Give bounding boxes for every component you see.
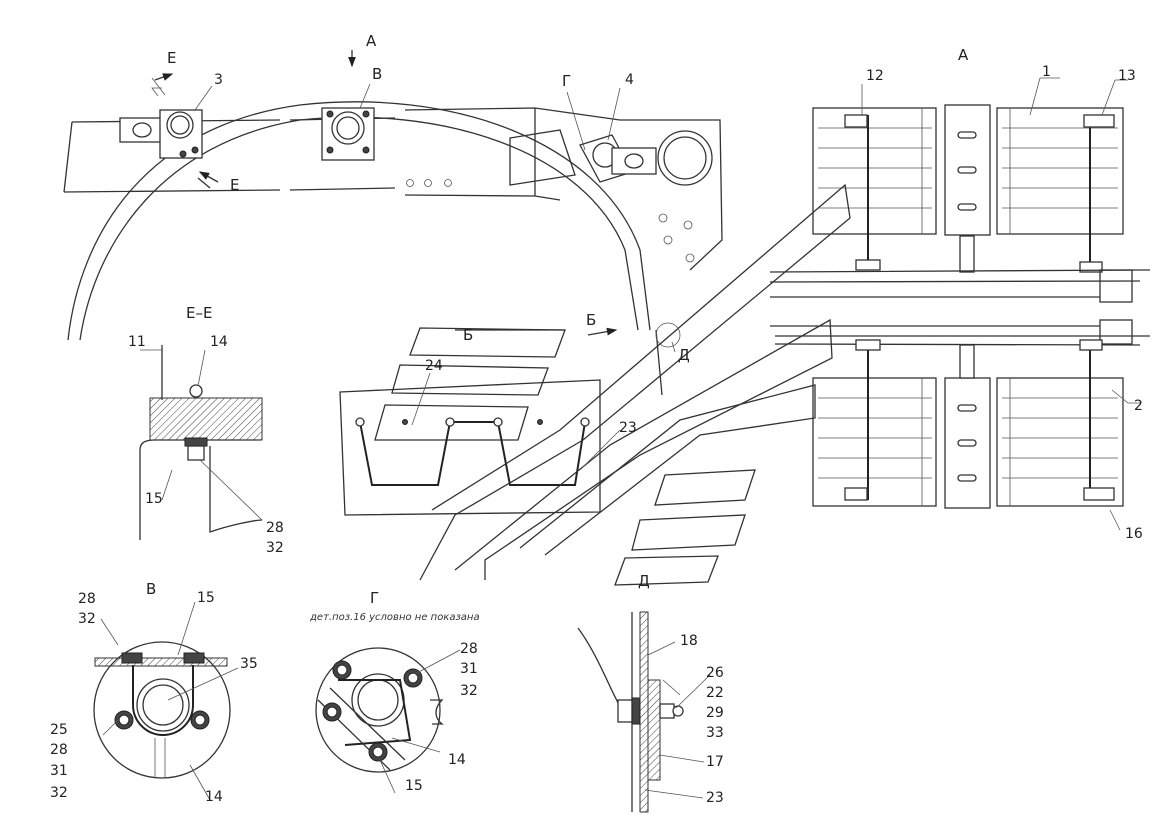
view-label-g: Г: [562, 72, 571, 90]
callout-25: 25: [50, 722, 68, 738]
callout-15-v: 15: [197, 590, 215, 606]
callout-1: 1: [1042, 64, 1051, 80]
detail-g: [315, 647, 444, 773]
callout-29: 29: [706, 705, 724, 721]
detail-title-g: Г: [370, 589, 379, 607]
callout-26: 26: [706, 665, 724, 681]
callout-14-ee: 14: [210, 334, 228, 350]
main-view: [63, 101, 723, 396]
callout-11: 11: [128, 334, 146, 350]
callout-35: 35: [240, 656, 258, 672]
callout-32-v: 32: [50, 785, 68, 801]
callout-15-ee: 15: [145, 491, 163, 507]
view-label-b: Б: [463, 326, 473, 344]
view-label-b-arrow: Б: [586, 311, 596, 329]
view-a: [769, 104, 1151, 509]
callout-28-v-top: 28: [78, 591, 96, 607]
callout-28-g: 28: [460, 641, 478, 657]
callout-2: 2: [1134, 398, 1143, 414]
detail-d: [577, 611, 684, 813]
view-label-v: В: [372, 65, 382, 83]
view-label-a: А: [366, 32, 377, 50]
callout-23-b: 23: [619, 420, 637, 436]
labels: А Е Е В Г 3 4 А 12 1 13 2 16 Б Б Д 24 23…: [50, 32, 1143, 806]
section-title-ee: Е–Е: [186, 304, 212, 322]
section-ee: [139, 345, 263, 540]
callout-33: 33: [706, 725, 724, 741]
callout-22: 22: [706, 685, 724, 701]
callout-16: 16: [1125, 526, 1143, 542]
detail-title-d: Д: [638, 572, 650, 590]
callout-13: 13: [1118, 68, 1136, 84]
detail-note-g: дет.поз.16 условно не показана: [309, 612, 480, 623]
callout-31-v: 31: [50, 763, 68, 779]
leader-lines: [100, 50, 1140, 801]
view-label-d-main: Д: [678, 346, 690, 364]
callout-32-ee: 32: [266, 540, 284, 556]
callout-31-g: 31: [460, 661, 478, 677]
callout-32-v-top: 32: [78, 611, 96, 627]
callout-32-g: 32: [460, 683, 478, 699]
view-label-e-bottom: Е: [230, 176, 239, 194]
callout-3: 3: [214, 72, 223, 88]
callout-28-ee: 28: [266, 520, 284, 536]
view-label-e-top: Е: [167, 49, 176, 67]
callout-14-g: 14: [448, 752, 466, 768]
callout-28-v: 28: [50, 742, 68, 758]
callout-12: 12: [866, 68, 884, 84]
callout-4: 4: [625, 72, 634, 88]
callout-18: 18: [680, 633, 698, 649]
detail-title-v: В: [146, 580, 156, 598]
callout-17: 17: [706, 754, 724, 770]
callout-24: 24: [425, 358, 443, 374]
callout-14-v: 14: [205, 789, 223, 805]
callout-23-d: 23: [706, 790, 724, 806]
callout-15-g: 15: [405, 778, 423, 794]
view-title-a: А: [958, 46, 969, 64]
view-b: [339, 183, 851, 586]
detail-v: [93, 641, 231, 779]
